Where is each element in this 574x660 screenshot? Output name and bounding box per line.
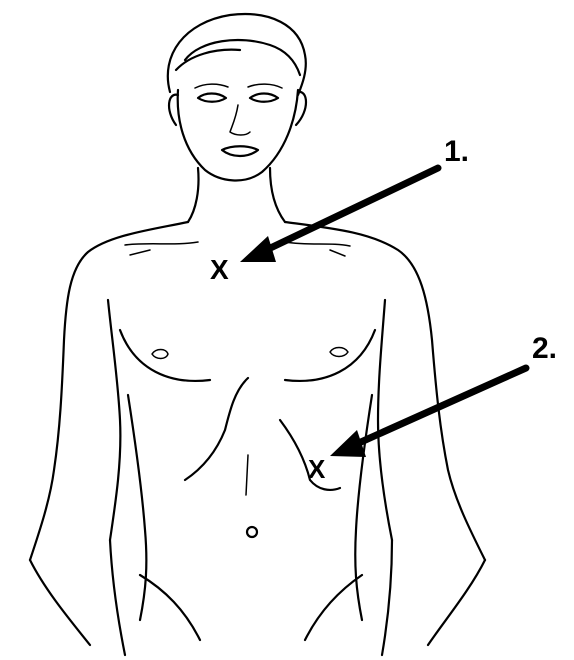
right-forearm [382,540,485,655]
left-shoulder-arm [30,222,188,560]
annotation-2-arrow-head [330,430,366,457]
right-inner-arm [378,300,392,540]
hair [168,14,306,95]
right-eye [250,94,278,102]
annotation-1-number: 1. [444,135,469,168]
annotation-2-mark: X [308,454,326,484]
left-chest [120,330,210,381]
right-shoulder-arm [285,222,485,560]
navel [247,527,257,537]
annotation-1-arrow-shaft [262,168,438,252]
nose [230,105,250,135]
mouth [222,146,258,156]
annotation-1: 1. X [210,135,469,285]
linea-alba [246,455,248,495]
left-inner-arm [108,300,120,540]
annotation-2-number: 2. [532,332,557,365]
left-eye [198,94,226,102]
human-torso-outline [30,14,485,655]
left-ribcage [185,378,248,480]
left-nipple [152,350,168,359]
right-chest [285,330,375,381]
annotation-1-mark: X [210,254,229,285]
left-torso-side [128,395,146,620]
right-hip [305,575,362,640]
right-nipple [330,348,348,357]
left-hip [140,575,200,640]
right-torso-side [355,395,372,620]
clavicles [125,242,350,256]
neck [188,168,285,222]
annotation-1-arrow-head [240,236,276,262]
left-forearm [30,540,125,655]
eyebrows [195,84,282,88]
